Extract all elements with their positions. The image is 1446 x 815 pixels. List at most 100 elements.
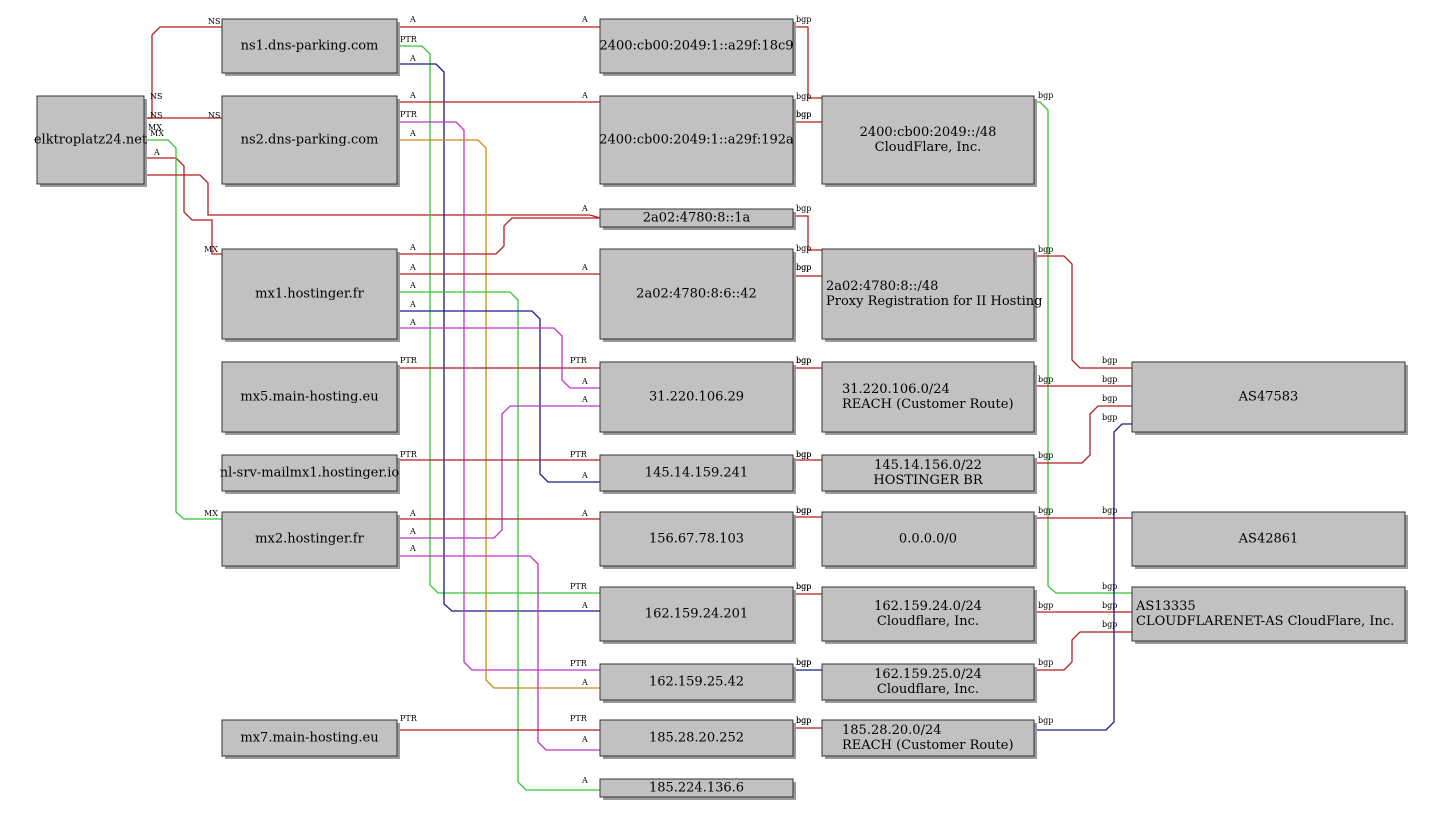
edge-label: PTR [400, 35, 418, 44]
node-box [599, 208, 794, 228]
node-box [821, 454, 1035, 492]
node-mx1[interactable]: mx1.hostinger.fr [221, 248, 400, 342]
node-label: 162.159.25.0/24 [874, 667, 982, 682]
node-box [1131, 511, 1406, 567]
node-box [599, 511, 794, 567]
edge-label: A [409, 15, 416, 24]
node-ip4d[interactable]: 162.159.24.201 [599, 586, 796, 644]
edge-label: bgp [796, 450, 811, 459]
node-ip4f[interactable]: 185.28.20.252 [599, 719, 796, 759]
node-label: 185.28.20.252 [649, 731, 744, 746]
node-label: ns2.dns-parking.com [241, 133, 379, 148]
edge-label: PTR [400, 714, 418, 723]
node-box [821, 663, 1035, 701]
edge-label: bgp [796, 506, 811, 515]
edge-6 [397, 45, 600, 594]
edge-label: bgp [1038, 506, 1053, 515]
edge-label: bgp [1038, 245, 1053, 254]
node-ip6d[interactable]: 2a02:4780:8:6::42 [599, 248, 796, 342]
node-ip4g[interactable]: 185.224.136.6 [599, 778, 796, 800]
node-ip4c[interactable]: 156.67.78.103 [599, 511, 796, 569]
node-ip4e[interactable]: 162.159.25.42 [599, 663, 796, 703]
node-box [221, 454, 398, 492]
edge-label: MX [150, 129, 164, 138]
node-mx7[interactable]: mx7.main-hosting.eu [221, 719, 400, 759]
edge-label: NS [208, 17, 220, 26]
node-ip4b[interactable]: 145.14.159.241 [599, 454, 796, 494]
node-ip4a[interactable]: 31.220.106.29 [599, 361, 796, 435]
node-ns2[interactable]: ns2.dns-parking.com [221, 95, 400, 187]
node-as1[interactable]: AS47583 [1131, 361, 1408, 435]
edge-label: bgp [796, 582, 811, 591]
edge-27 [1034, 255, 1132, 369]
edge-label: bgp [796, 263, 811, 272]
edge-label: MX [148, 123, 162, 132]
node-ip6a[interactable]: 2400:cb00:2049:1::a29f:18c9 [599, 18, 796, 76]
edge-label: bgp [796, 110, 811, 119]
node-mx5[interactable]: mx5.main-hosting.eu [221, 361, 400, 435]
node-label: AS13335 [1135, 599, 1196, 614]
node-pfx5[interactable]: 0.0.0.0/0 [821, 511, 1037, 569]
node-elk[interactable]: elktroplatz24.net [34, 95, 148, 187]
edge-label: bgp [796, 450, 811, 459]
edge-label: A [409, 509, 416, 518]
edge-24 [793, 215, 822, 251]
node-ns1[interactable]: ns1.dns-parking.com [221, 18, 400, 76]
node-box [36, 95, 145, 185]
edge-label: bgp [796, 244, 811, 253]
edge-label: A [409, 91, 416, 100]
edge-label: A [409, 54, 416, 63]
edge-9 [397, 121, 600, 671]
node-label: 2400:cb00:2049::/48 [860, 125, 997, 140]
node-box [599, 586, 794, 642]
edge-26 [1034, 101, 1132, 594]
node-label: CloudFlare, Inc. [875, 140, 982, 155]
edge-20 [397, 555, 600, 751]
node-mx2[interactable]: mx2.hostinger.fr [221, 511, 400, 569]
node-nl[interactable]: nl-srv-mailmx1.hostinger.io [220, 454, 400, 494]
edge-label: bgp [796, 15, 811, 24]
edge-label: bgp [796, 204, 811, 213]
node-as2[interactable]: AS42861 [1131, 511, 1408, 569]
node-ip6b[interactable]: 2400:cb00:2049:1::a29f:192a [599, 95, 796, 187]
edge-label: bgp [1038, 716, 1053, 725]
edge-label: PTR [400, 110, 418, 119]
node-label: REACH (Customer Route) [842, 397, 1014, 412]
node-label: mx7.main-hosting.eu [240, 731, 378, 746]
edge-label: bgp [1038, 601, 1053, 610]
edge-3 [144, 139, 222, 520]
node-box [599, 95, 794, 185]
node-label: nl-srv-mailmx1.hostinger.io [220, 466, 400, 481]
edge-4 [144, 174, 601, 219]
edge-label: PTR [570, 356, 588, 365]
node-label: mx1.hostinger.fr [255, 287, 364, 302]
node-label: elktroplatz24.net [34, 133, 148, 148]
node-label: CLOUDFLARENET-AS CloudFlare, Inc. [1136, 614, 1394, 629]
edge-10 [397, 139, 600, 689]
node-box [821, 248, 1035, 340]
edge-label: bgp [1102, 582, 1117, 591]
edge-label: bgp [1102, 601, 1117, 610]
node-label: 2a02:4780:8::/48 [826, 279, 938, 294]
node-ip6c[interactable]: 2a02:4780:8::1a [599, 208, 796, 230]
node-label: 2400:cb00:2049:1::a29f:18c9 [599, 39, 793, 54]
edge-label: bgp [796, 110, 811, 119]
edge-39 [1034, 423, 1132, 731]
edge-label: bgp [1038, 375, 1053, 384]
edge-label: A [581, 395, 588, 404]
edge-label: A [581, 204, 588, 213]
node-label: 162.159.25.42 [649, 675, 744, 690]
edge-label: bgp [796, 582, 811, 591]
edge-label: bgp [1102, 394, 1117, 403]
edge-label: A [581, 735, 588, 744]
node-label: 145.14.156.0/22 [874, 458, 982, 473]
